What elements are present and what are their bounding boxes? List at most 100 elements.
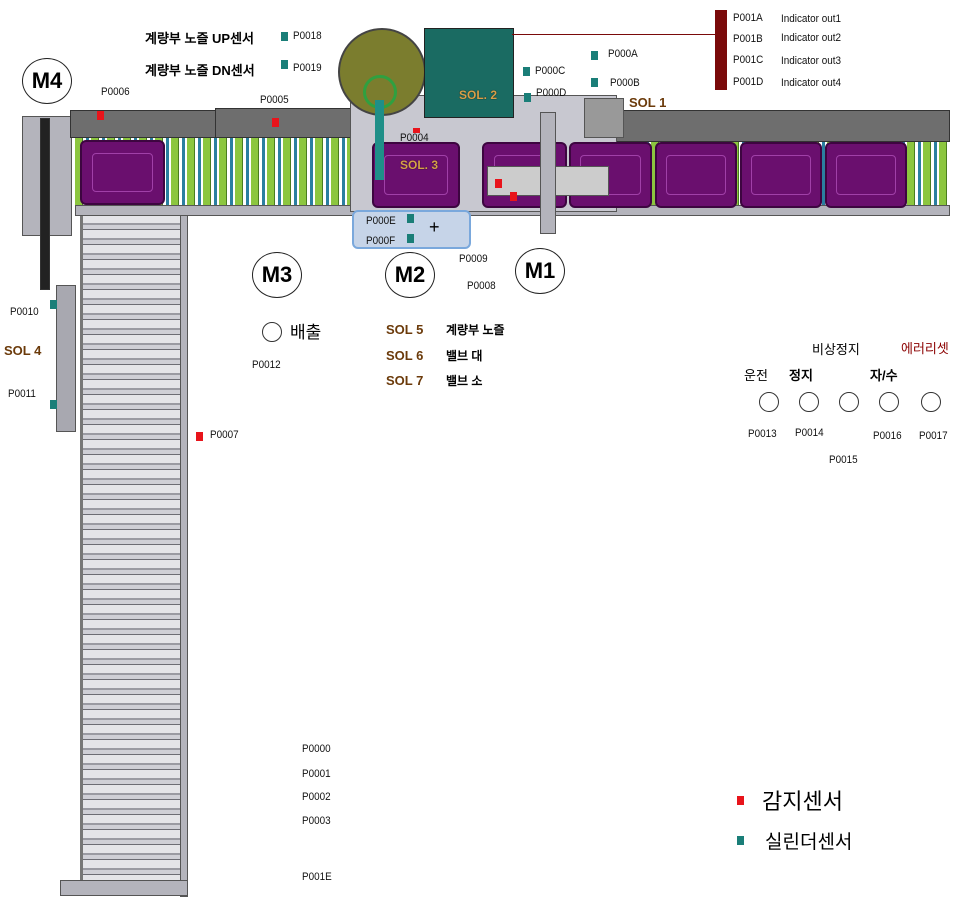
indicator-bar: [715, 10, 727, 90]
point-label: P0002: [302, 791, 331, 803]
cylinder-sensor-marker: [591, 78, 598, 87]
cylinder-sensor-marker: [407, 214, 414, 223]
cylinder-sensor-marker: [523, 67, 530, 76]
cylinder-sensor-marker: [50, 400, 57, 409]
point-label: P0000: [302, 743, 331, 755]
cylinder-sensor-marker: [524, 93, 531, 102]
motor-m2: M2: [385, 252, 435, 298]
indicator-label: Indicator out3: [781, 55, 841, 67]
sol-label: SOL 6: [386, 348, 424, 363]
indicator-label: Indicator out1: [781, 13, 841, 25]
sol-label: SOL 7: [386, 373, 424, 388]
motor-m1: M1: [515, 248, 565, 294]
point-label: P001E: [302, 871, 332, 883]
pallet: [825, 142, 907, 208]
vertical-conveyor: [80, 215, 186, 885]
sol3-label: SOL. 3: [400, 158, 439, 172]
cylinder-sensor-marker: [50, 300, 57, 309]
motor-m3: M3: [252, 252, 302, 298]
point-label: P0014: [795, 427, 824, 439]
point-label: P0018: [293, 30, 322, 42]
indicator-code: P001C: [733, 54, 764, 66]
sol2-box: [424, 28, 514, 118]
sol4-label: SOL 4: [4, 343, 42, 358]
cylinder-sensor-marker: [407, 234, 414, 243]
discharge-label: 배출: [290, 323, 322, 342]
point-label: P0003: [302, 815, 331, 827]
nozzle-up-sensor-label: 계량부 노즐 UP센서: [145, 31, 255, 46]
run-label: 운전: [744, 368, 768, 383]
detect-sensor-marker: [413, 128, 420, 133]
sol1-label: SOL 1: [629, 95, 667, 110]
legend-cylinder-label: 실린더센서: [765, 832, 853, 853]
cylinder-sensor-marker: [281, 32, 288, 41]
cylinder-sensor-marker: [591, 51, 598, 60]
motor-m4: M4: [22, 58, 72, 104]
point-label: P0008: [467, 280, 496, 292]
auto-manual-label: 자/수: [870, 368, 898, 383]
point-label: P0009: [459, 253, 488, 265]
detect-sensor-marker: [495, 179, 502, 188]
point-label: P000C: [535, 65, 566, 77]
point-label: P0005: [260, 94, 289, 106]
sol1-block: [584, 98, 624, 138]
top-frame-mid: [215, 108, 352, 138]
legend-detect-label: 감지센서: [762, 789, 843, 814]
point-label: P0006: [101, 86, 130, 98]
point-label: P000A: [608, 48, 638, 60]
sol-description: 계량부 노즐: [446, 323, 505, 337]
indicator-code: P001B: [733, 33, 763, 45]
plus-icon: +: [429, 217, 440, 237]
cylinder-sensor-marker: [281, 60, 288, 69]
sol-label: SOL 5: [386, 322, 424, 337]
error-reset-label: 에러리셋: [901, 341, 949, 356]
vertical-conveyor-bottom: [60, 880, 188, 896]
stop-label: 정지: [789, 368, 813, 383]
m1-pole: [540, 112, 556, 234]
nozzle-arm: [375, 100, 384, 180]
legend-detect-marker: [737, 796, 744, 805]
pallet: [655, 142, 737, 208]
top-frame-right: [615, 110, 950, 142]
point-label: P0011: [8, 388, 36, 400]
auto-manual-button[interactable]: [879, 392, 899, 412]
run-button[interactable]: [759, 392, 779, 412]
point-label: P0016: [873, 430, 902, 442]
stop-button[interactable]: [799, 392, 819, 412]
point-label: P000F: [366, 235, 396, 247]
point-label: P0012: [252, 359, 281, 371]
point-label: P000E: [366, 215, 396, 227]
error-reset-button[interactable]: [921, 392, 941, 412]
sol4-cylinder: [56, 285, 76, 432]
discharge-button[interactable]: [262, 322, 282, 342]
detect-sensor-marker: [510, 192, 517, 201]
detect-sensor-marker: [97, 111, 104, 120]
point-label: P000B: [610, 77, 640, 89]
indicator-label: Indicator out4: [781, 77, 841, 89]
point-label: P0017: [919, 430, 948, 442]
point-label: P0010: [10, 306, 39, 318]
point-label: P0004: [400, 132, 429, 144]
point-label: P0001: [302, 768, 331, 780]
sol-description: 밸브 대: [446, 349, 483, 363]
indicator-label: Indicator out2: [781, 32, 841, 44]
indicator-code: P001A: [733, 12, 763, 24]
sol2-label: SOL. 2: [459, 88, 498, 102]
indicator-line: [512, 34, 716, 35]
lift-pole: [40, 118, 50, 290]
nozzle-dn-sensor-label: 계량부 노즐 DN센서: [145, 63, 255, 78]
point-label: P0007: [210, 429, 239, 441]
emergency-stop-button[interactable]: [839, 392, 859, 412]
emergency-stop-label: 비상정지: [812, 342, 860, 357]
vertical-conveyor-side-rail: [180, 215, 188, 897]
pallet: [372, 142, 460, 208]
top-frame-left: [70, 110, 217, 138]
indicator-code: P001D: [733, 76, 764, 88]
point-label: P000D: [536, 87, 567, 99]
point-label: P0015: [829, 454, 858, 466]
pallet: [80, 140, 165, 205]
detect-sensor-marker: [196, 432, 203, 441]
sol-description: 밸브 소: [446, 374, 483, 388]
point-label: P0019: [293, 62, 322, 74]
